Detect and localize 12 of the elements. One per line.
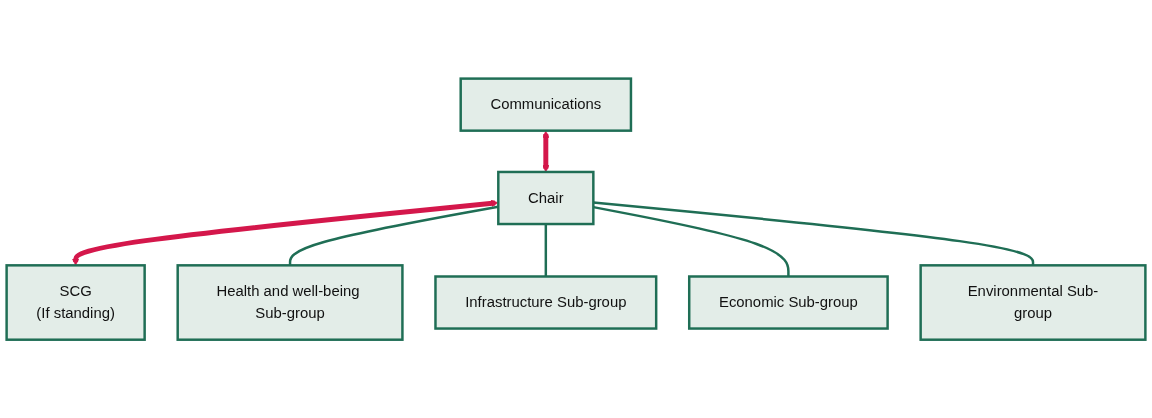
node-box: Infrastructure Sub-group bbox=[434, 275, 658, 330]
connector bbox=[288, 205, 499, 266]
node-box: Chair bbox=[497, 170, 595, 226]
node-box: Communications bbox=[459, 77, 633, 132]
connector bbox=[593, 201, 1035, 266]
arrow bbox=[72, 199, 499, 266]
node-box: Health and well-being Sub-group bbox=[176, 263, 404, 341]
connector bbox=[544, 223, 548, 277]
connector bbox=[593, 205, 790, 277]
node-box: Environmental Sub-group bbox=[919, 263, 1147, 341]
node-box: Economic Sub-group bbox=[688, 275, 889, 330]
node-box: SCG (If standing) bbox=[5, 263, 146, 341]
